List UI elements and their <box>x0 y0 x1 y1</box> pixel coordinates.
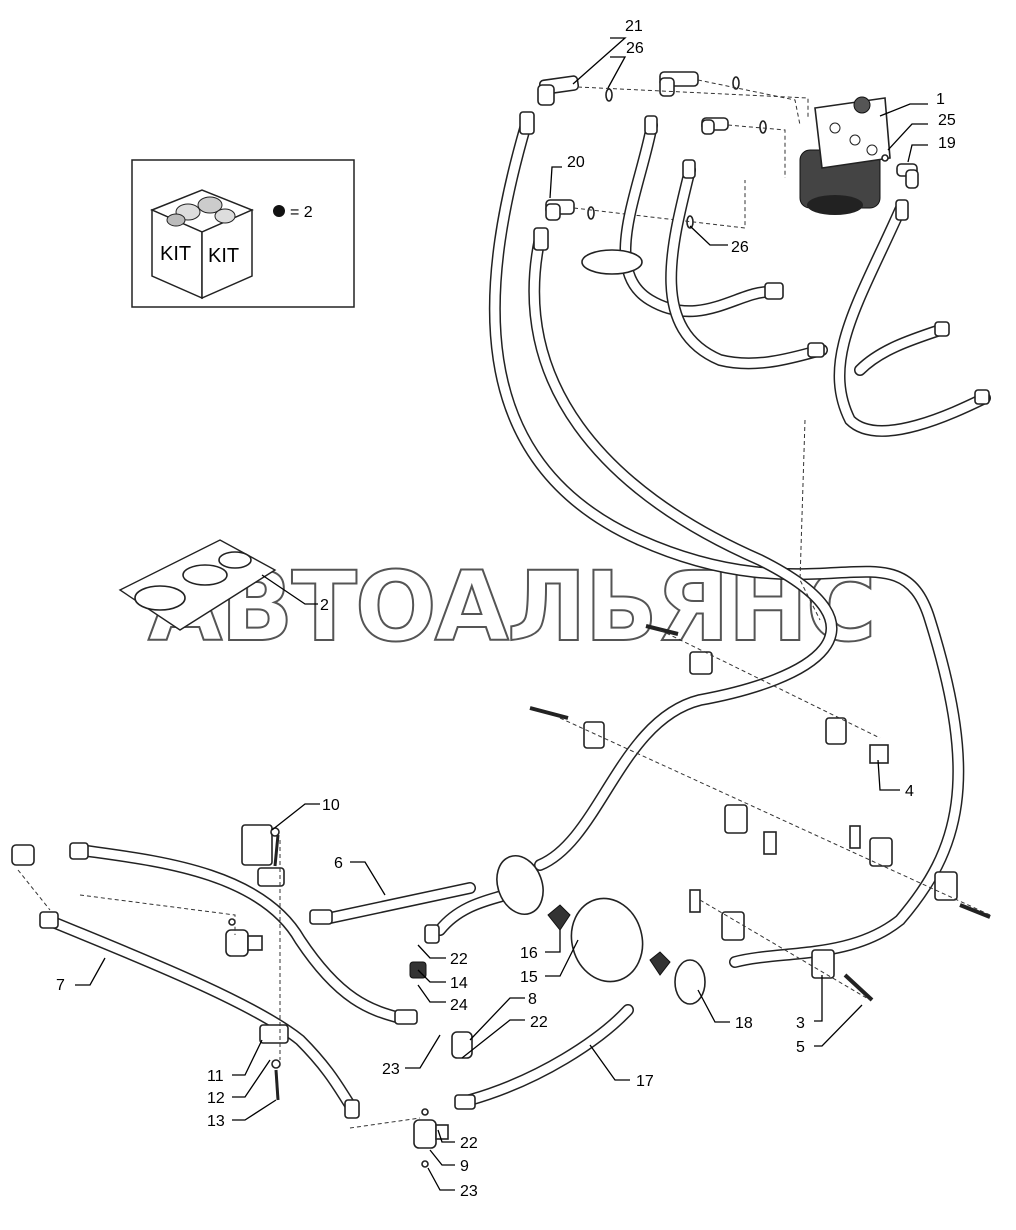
callout-10: 10 <box>322 797 340 814</box>
kit-label-right: KIT <box>208 245 239 267</box>
callout-9: 9 <box>460 1158 469 1175</box>
seal-kit <box>118 539 277 631</box>
callout-22-upper: 22 <box>450 951 468 968</box>
callout-3: 3 <box>796 1015 805 1032</box>
tee-fittings <box>225 918 473 1168</box>
callout-22-mid: 22 <box>530 1014 548 1031</box>
callout-26-top: 26 <box>626 40 644 57</box>
clamps <box>241 249 991 1101</box>
hose-fittings <box>11 111 990 1119</box>
leader-lines <box>75 37 928 1191</box>
callout-2: 2 <box>320 597 329 614</box>
alignment-lines-lower <box>17 419 991 1129</box>
callout-19: 19 <box>938 135 956 152</box>
callout-1: 1 <box>936 91 945 108</box>
callout-16: 16 <box>520 945 538 962</box>
callout-20: 20 <box>567 154 585 171</box>
callout-24: 24 <box>450 997 468 1014</box>
callout-13: 13 <box>207 1113 225 1130</box>
hoses <box>42 112 991 1111</box>
callout-21: 21 <box>625 18 643 35</box>
callout-14: 14 <box>450 975 468 992</box>
kit-box: KIT KIT = 2 <box>131 159 355 308</box>
callout-26-mid: 26 <box>731 239 749 256</box>
steering-unit <box>799 96 891 215</box>
kit-quantity: = 2 <box>290 204 313 221</box>
kit-cube-icon <box>150 189 254 300</box>
callout-12: 12 <box>207 1090 225 1107</box>
callout-25: 25 <box>938 112 956 129</box>
callout-4: 4 <box>905 783 914 800</box>
callout-8: 8 <box>528 991 537 1008</box>
callout-18: 18 <box>735 1015 753 1032</box>
kit-label-left: KIT <box>160 243 191 265</box>
alignment-lines-top <box>573 79 809 229</box>
callout-labels: 21 26 1 25 19 20 26 2 4 10 6 7 22 14 24 … <box>56 18 956 1200</box>
callout-6: 6 <box>334 855 343 872</box>
elbow-fittings-top <box>537 71 919 229</box>
callout-7: 7 <box>56 977 65 994</box>
callout-11: 11 <box>207 1068 224 1085</box>
callout-23-mid: 23 <box>382 1061 400 1078</box>
callout-5: 5 <box>796 1039 805 1056</box>
callout-22-lower: 22 <box>460 1135 478 1152</box>
callout-23-lower: 23 <box>460 1183 478 1200</box>
callout-17: 17 <box>636 1073 654 1090</box>
callout-15: 15 <box>520 969 538 986</box>
bullet-icon <box>273 205 285 217</box>
